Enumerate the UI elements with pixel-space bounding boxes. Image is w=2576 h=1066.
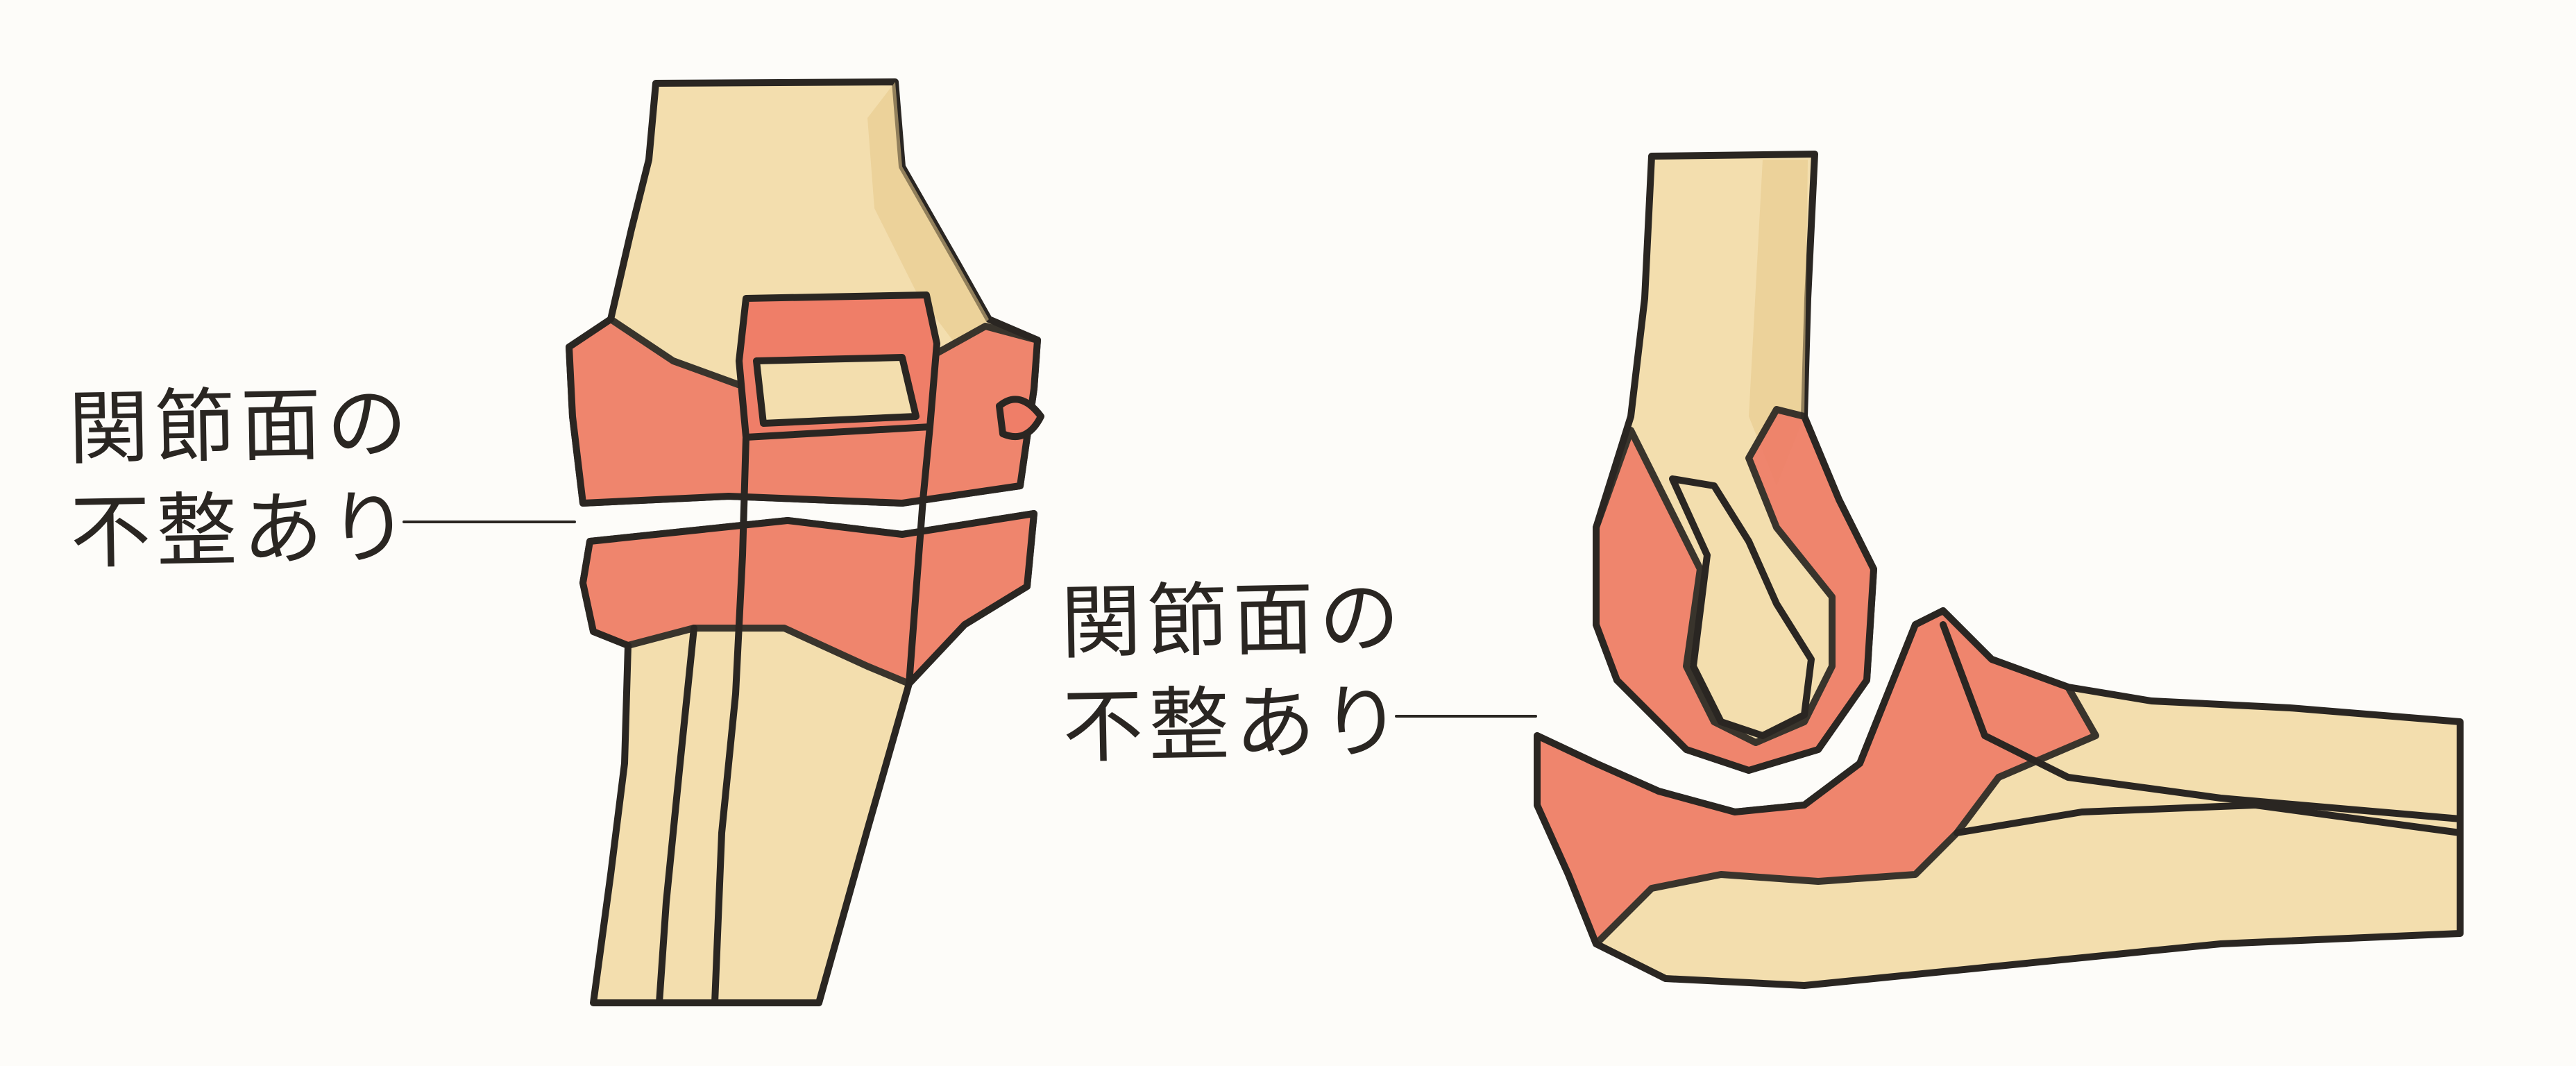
front-annotation-label: 関節面の 不整あり <box>67 372 416 586</box>
side-forearm-cartilage <box>1534 607 2099 947</box>
front-view-elbow <box>566 78 1044 1006</box>
side-leader-line <box>1395 715 1537 718</box>
front-leader-line <box>402 521 576 523</box>
side-condyle <box>1669 475 1815 739</box>
side-humerus-shade <box>1749 160 1808 486</box>
side-radius-line <box>1940 621 2464 822</box>
side-annotation-line1: 関節面の <box>1060 570 1406 671</box>
front-inner-line <box>656 625 697 1006</box>
front-osteophyte <box>996 396 1044 440</box>
side-humerus-cartilage <box>1593 406 1877 774</box>
front-ulna-line <box>711 434 749 1006</box>
front-trochlea-inner <box>753 354 920 427</box>
side-annotation-line2: 不整あり <box>1062 675 1408 775</box>
front-annotation-line1: 関節面の <box>67 376 414 477</box>
front-radius-line <box>906 423 933 687</box>
side-view-elbow <box>1534 151 2464 989</box>
front-humerus-shade <box>867 82 989 347</box>
side-ulna-line <box>1954 802 2464 836</box>
side-annotation-label: 関節面の 不整あり <box>1060 566 1408 781</box>
front-annotation-line2: 不整あり <box>69 480 416 581</box>
